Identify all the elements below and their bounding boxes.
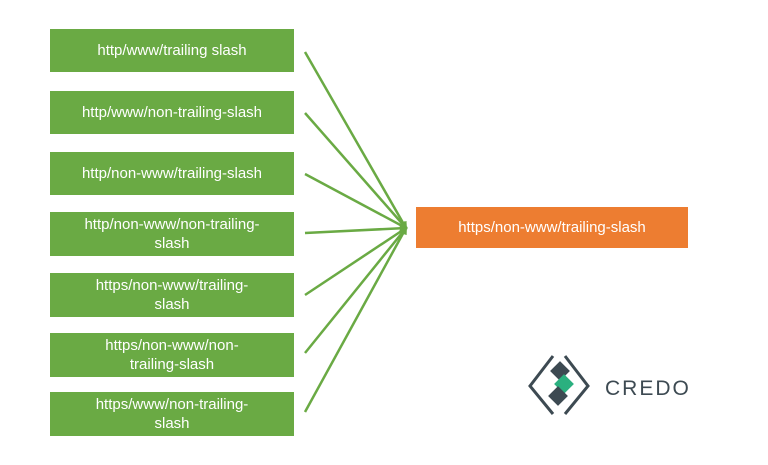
source-url-5: https/non-www/trailing- slash	[50, 273, 294, 317]
credo-logo-icon	[528, 355, 590, 415]
source-url-6: https/non-www/non- trailing-slash	[50, 333, 294, 377]
source-url-3: http/non-www/trailing-slash	[50, 152, 294, 195]
arrow-2	[304, 112, 408, 230]
source-url-7: https/www/non-trailing- slash	[50, 392, 294, 436]
arrow-1	[303, 51, 408, 230]
arrow-7	[303, 226, 408, 413]
arrow-3	[304, 172, 408, 230]
source-url-2: http/www/non-trailing-slash	[50, 91, 294, 134]
target-url: https/non-www/trailing-slash	[416, 207, 688, 248]
source-url-1: http/www/trailing slash	[50, 29, 294, 72]
arrow-6	[304, 226, 408, 354]
arrow-4	[304, 224, 408, 235]
arrow-5	[304, 226, 408, 297]
source-url-4: http/non-www/non-trailing- slash	[50, 212, 294, 256]
logo-wordmark: CREDO	[605, 377, 691, 400]
